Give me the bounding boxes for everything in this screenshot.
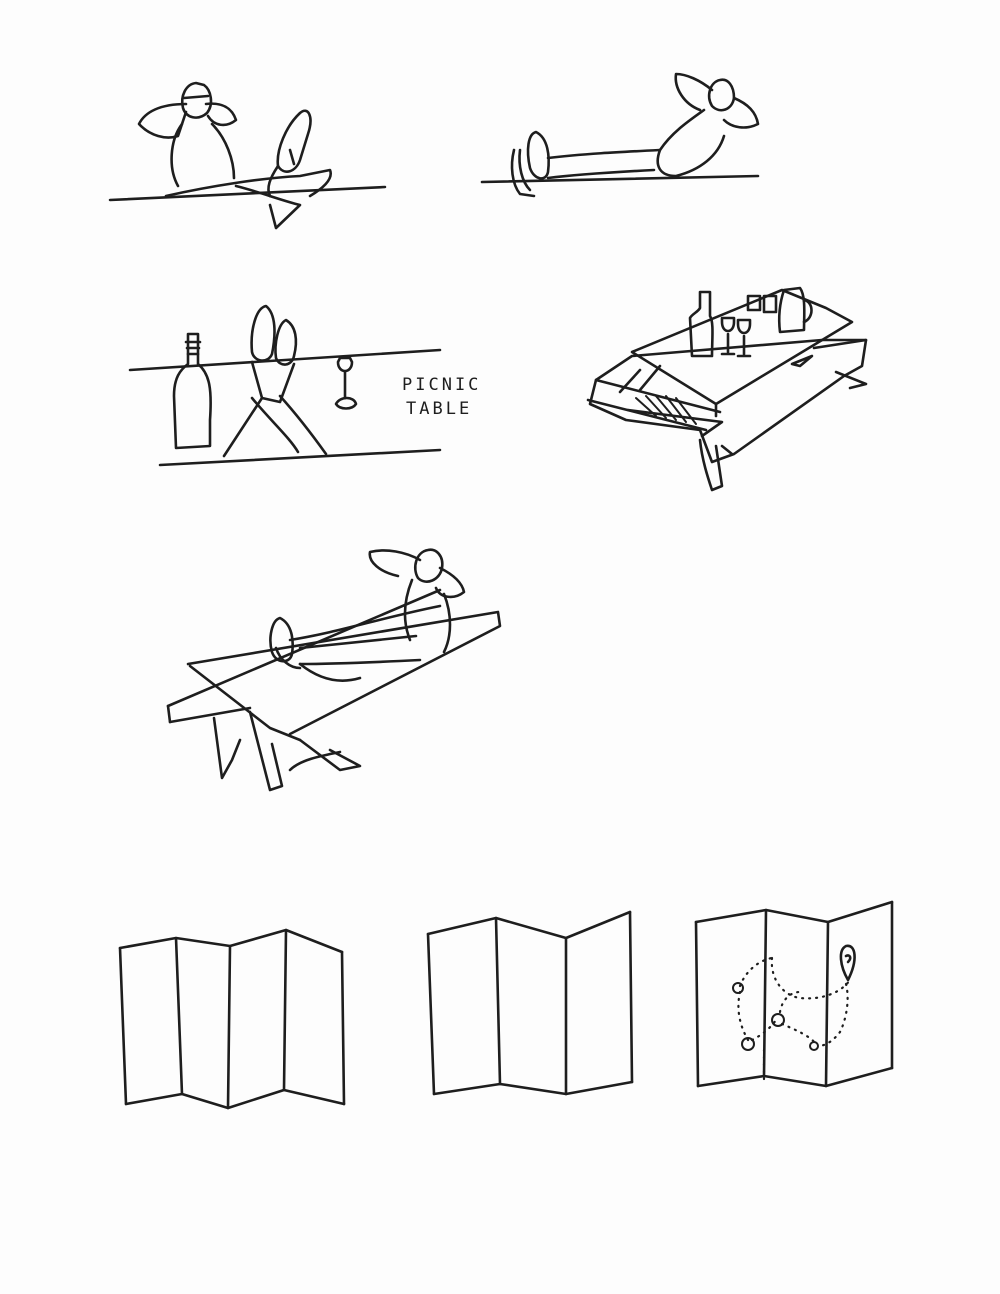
table-label: TABLE xyxy=(406,399,472,419)
wine-glass-icon xyxy=(736,318,752,358)
wine-glass-icon xyxy=(334,356,358,410)
folding-screen-four-panel xyxy=(118,928,346,1110)
map-pin-icon xyxy=(839,944,856,982)
folding-screen-three-panel xyxy=(426,910,634,1096)
sketch-reclining-person-front xyxy=(108,81,387,230)
sketch-person-on-table xyxy=(166,548,502,792)
bottle-icon xyxy=(172,332,212,450)
bottle-icon xyxy=(688,290,714,358)
sketch-picnic-table-elevation: PICNIC TABLE xyxy=(128,304,481,467)
sketch-reclining-person-side xyxy=(480,72,760,198)
picnic-label: PICNIC xyxy=(402,375,481,395)
pitcher-icon xyxy=(777,286,813,334)
folding-screen-map-panel xyxy=(694,900,894,1088)
sketch-picnic-table-perspective xyxy=(586,286,868,492)
wine-glass-icon xyxy=(720,316,736,356)
